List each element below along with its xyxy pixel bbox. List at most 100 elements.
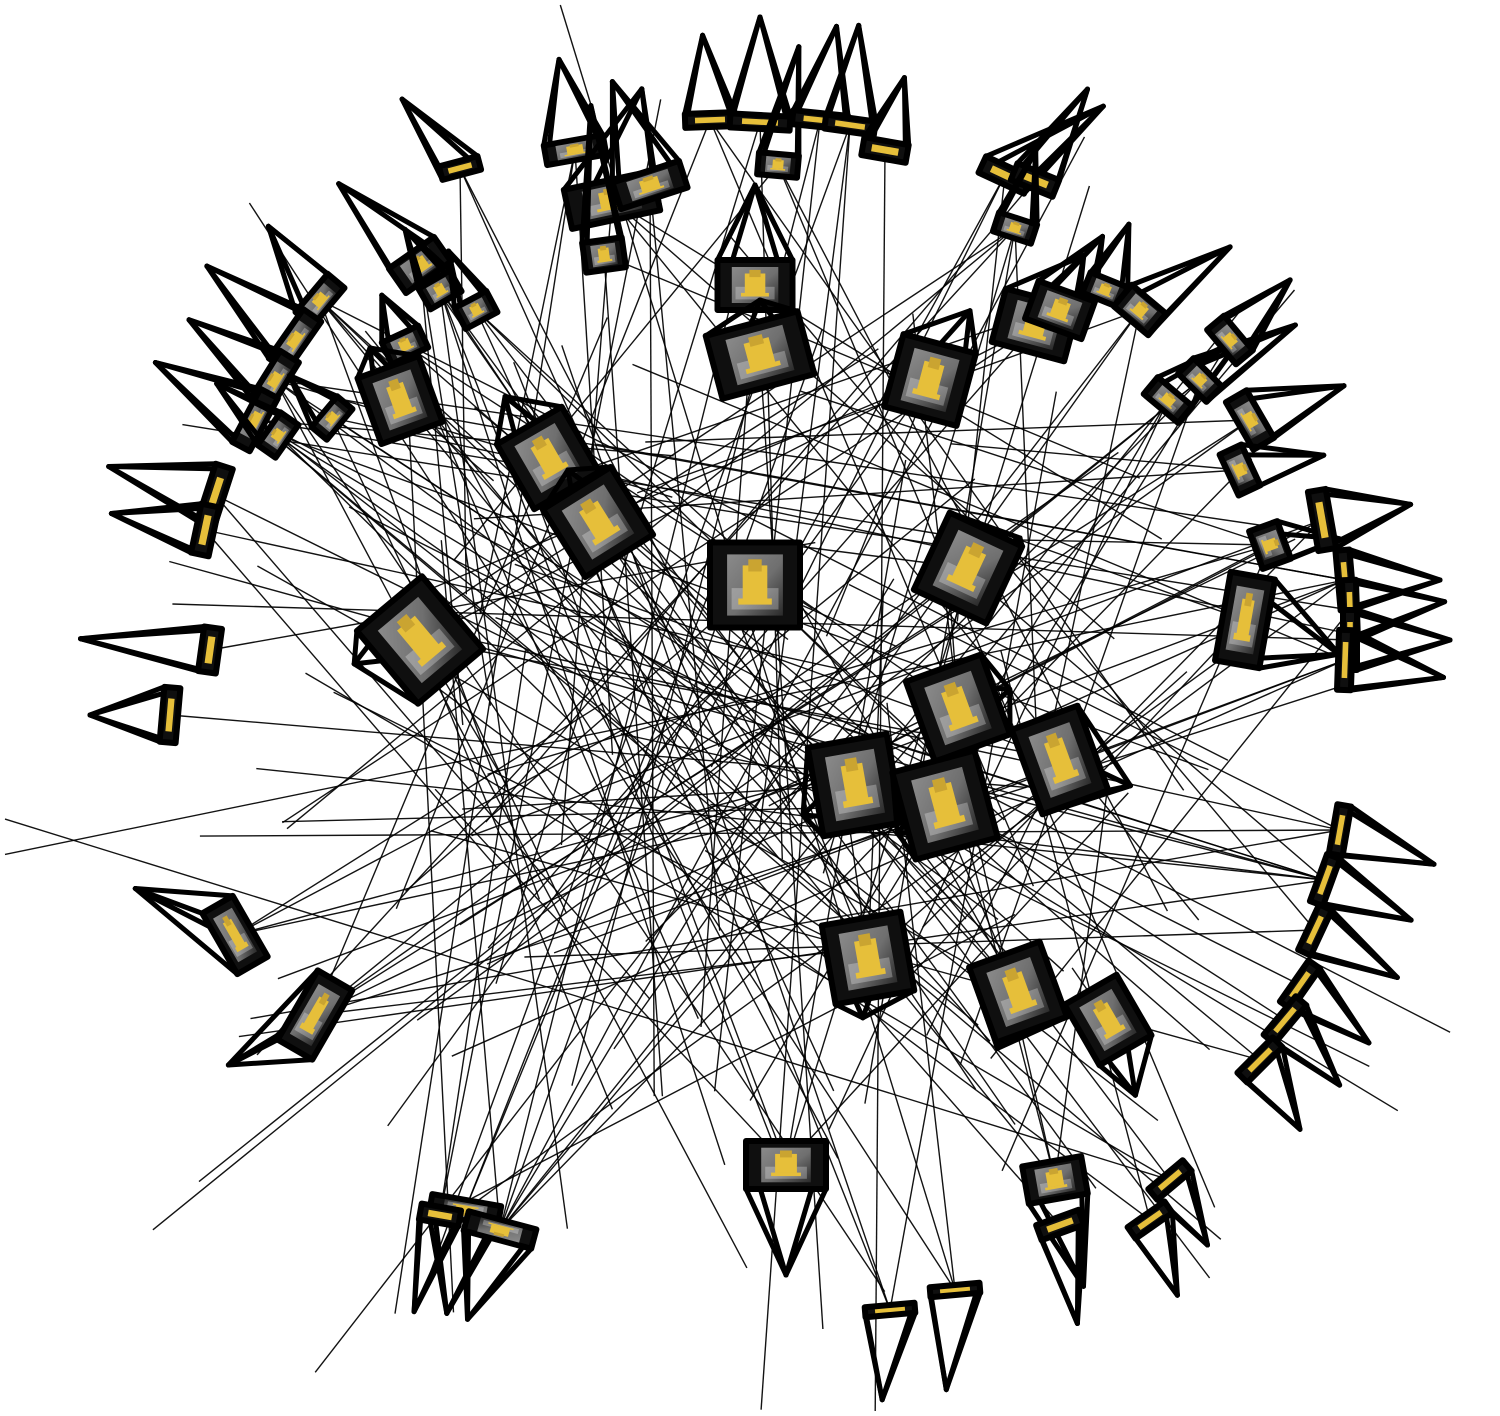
camera-frustum bbox=[1061, 971, 1155, 1098]
ray-line bbox=[182, 423, 1351, 611]
ray-line bbox=[4, 818, 1171, 1181]
bulldozer-blade bbox=[1220, 335, 1233, 350]
ray-line bbox=[198, 379, 1201, 1183]
bulldozer-blade bbox=[316, 295, 330, 311]
ray-line bbox=[459, 419, 1251, 926]
bulldozer-blade bbox=[564, 151, 587, 157]
frustum-edge bbox=[494, 394, 508, 447]
image-thumbnail bbox=[1037, 290, 1083, 330]
bulldozer-cab bbox=[222, 915, 232, 927]
image-thumbnail bbox=[1225, 585, 1265, 655]
bulldozer-blade bbox=[272, 373, 285, 392]
image-thumbnail bbox=[165, 698, 175, 732]
bulldozer-cab bbox=[270, 428, 277, 436]
camera-frustum bbox=[707, 539, 803, 631]
bulldozer-body bbox=[775, 1153, 797, 1173]
ray-lines bbox=[4, 4, 1451, 1412]
frustum-edge bbox=[1039, 1237, 1080, 1326]
bulldozer-cab bbox=[1140, 301, 1149, 309]
camera-frustum bbox=[858, 75, 912, 166]
bulldozer-blade bbox=[1129, 307, 1144, 321]
frustum-edge bbox=[1081, 1191, 1091, 1289]
bulldozer-blade bbox=[291, 332, 306, 353]
image-thumbnail bbox=[1255, 529, 1285, 561]
bulldozer-cab bbox=[580, 498, 597, 515]
bulldozer-blade bbox=[771, 1172, 801, 1177]
ray-line bbox=[439, 913, 1016, 1216]
ray-line bbox=[499, 458, 1253, 1231]
frustum-edge bbox=[879, 1310, 918, 1403]
bulldozer-cab bbox=[1251, 412, 1259, 422]
ray-line bbox=[429, 379, 931, 590]
camera-frustum bbox=[1222, 383, 1347, 453]
ray-line bbox=[611, 199, 1115, 640]
bulldozer-streak bbox=[1317, 864, 1333, 896]
bulldozer-blade bbox=[597, 258, 613, 263]
ray-line bbox=[314, 942, 905, 1016]
image-thumbnail bbox=[1317, 864, 1333, 896]
bulldozer-cab bbox=[318, 992, 330, 1006]
bulldozer-blade bbox=[1006, 228, 1022, 235]
frustum-edge bbox=[399, 96, 445, 183]
camera-frustum bbox=[1304, 485, 1414, 555]
image-thumbnail bbox=[1034, 1163, 1076, 1197]
bulldozer-blade bbox=[745, 360, 781, 375]
bulldozer-blade bbox=[770, 167, 786, 171]
ray-line bbox=[405, 584, 756, 892]
bulldozer-cab bbox=[1244, 592, 1254, 607]
ray-line bbox=[274, 379, 748, 1269]
ray-line bbox=[825, 379, 931, 637]
bulldozer-blade bbox=[1191, 377, 1203, 389]
image-thumbnail bbox=[1152, 384, 1184, 415]
ray-line bbox=[314, 685, 1342, 1016]
image-thumbnail bbox=[986, 956, 1050, 1027]
camera-frustum bbox=[1295, 901, 1400, 980]
image-thumbnail bbox=[1289, 971, 1311, 999]
ray-line bbox=[254, 419, 700, 734]
camera-frustum bbox=[681, 32, 739, 131]
frustum-edge bbox=[757, 297, 800, 314]
ray-line bbox=[499, 289, 1296, 1231]
camera-frustum bbox=[132, 886, 271, 978]
image-thumbnail bbox=[318, 403, 346, 433]
frustum-edge bbox=[928, 1294, 949, 1393]
image-thumbnail bbox=[761, 1147, 811, 1183]
bulldozer-body bbox=[1193, 372, 1208, 387]
bulldozer-body bbox=[286, 330, 303, 349]
bulldozer-cab bbox=[1230, 333, 1238, 341]
frustum-edge bbox=[132, 886, 236, 899]
bulldozer-cab bbox=[1103, 282, 1111, 288]
ray-line bbox=[314, 478, 976, 1016]
bulldozer-streak bbox=[1341, 641, 1349, 679]
ray-line bbox=[479, 149, 576, 614]
bulldozer-cab bbox=[844, 757, 859, 773]
ray-line bbox=[387, 379, 931, 1127]
ray-line bbox=[451, 659, 1346, 1057]
camera-frustum bbox=[579, 103, 629, 276]
frustum-edge bbox=[860, 987, 917, 1021]
ray-line bbox=[169, 560, 1326, 881]
frustum-edge bbox=[1074, 1222, 1087, 1326]
image-thumbnail bbox=[764, 156, 792, 174]
bulldozer-streak bbox=[198, 514, 212, 546]
bulldozer-body bbox=[597, 247, 611, 261]
camera-frustum bbox=[889, 747, 1001, 863]
bulldozer-body bbox=[1132, 301, 1149, 318]
ray-line bbox=[988, 828, 1286, 1021]
image-thumbnail bbox=[1028, 722, 1092, 798]
ray-line bbox=[234, 724, 632, 936]
ray-line bbox=[475, 309, 884, 683]
image-thumbnail bbox=[1185, 365, 1215, 395]
bulldozer-blade bbox=[1231, 463, 1241, 480]
image-thumbnail bbox=[1273, 1006, 1297, 1034]
ray-line bbox=[848, 583, 1341, 831]
camera-frustum bbox=[966, 938, 1070, 1051]
bulldozer-cab bbox=[325, 411, 332, 419]
bulldozer-cab bbox=[1004, 967, 1019, 982]
bulldozer-blade bbox=[329, 414, 341, 427]
ray-line bbox=[950, 443, 1241, 471]
bulldozer-streak bbox=[1157, 1169, 1183, 1191]
bulldozer-streak bbox=[165, 698, 175, 732]
camera-frustum bbox=[1033, 1206, 1087, 1326]
image-thumbnail bbox=[462, 297, 490, 323]
